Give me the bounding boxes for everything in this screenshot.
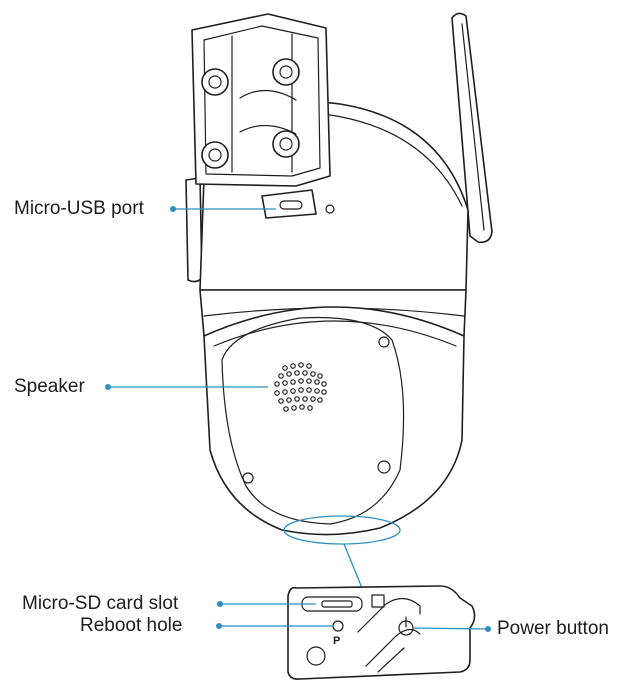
label-micro-sd-card-slot: Micro-SD card slot	[22, 593, 179, 614]
label-power-button: Power button	[497, 618, 609, 639]
label-reboot-hole: Reboot hole	[80, 615, 183, 636]
bottom-panel-inset	[287, 585, 476, 680]
bottom-highlight-ellipse	[283, 515, 401, 545]
right-antenna	[451, 12, 493, 244]
leader-speaker	[105, 384, 268, 390]
leader-reboot	[216, 623, 333, 629]
left-antenna	[185, 177, 203, 283]
leader-micro-usb	[170, 206, 276, 212]
leader-power	[412, 626, 491, 632]
label-micro-usb-port: Micro-USB port	[14, 198, 144, 219]
wall-mount-bracket	[191, 13, 331, 187]
label-speaker: Speaker	[14, 376, 85, 397]
speaker-grille	[274, 362, 327, 412]
leader-micro-sd	[217, 601, 316, 607]
panel-p-mark: P	[333, 635, 340, 647]
micro-usb-port-shape	[261, 189, 335, 219]
zoom-connector-line	[343, 543, 363, 589]
lower-head	[203, 306, 465, 536]
